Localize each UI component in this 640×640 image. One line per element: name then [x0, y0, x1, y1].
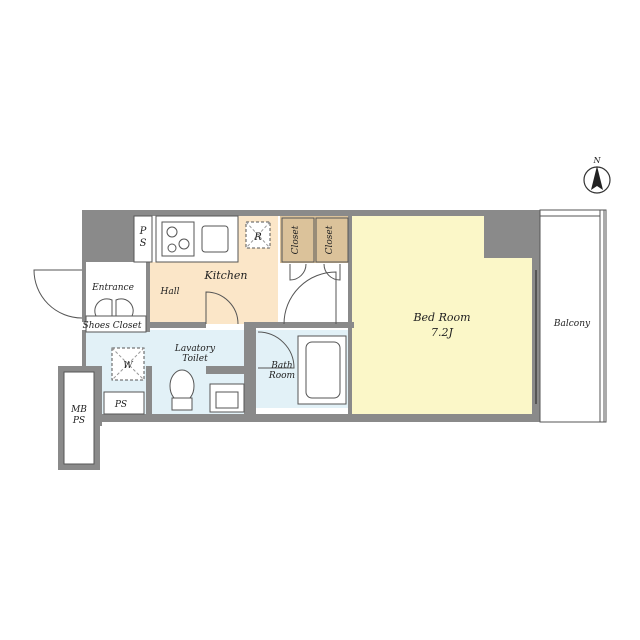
entrance-label: Entrance [91, 283, 134, 293]
burner-icon [166, 226, 178, 238]
kitchen-label: Kitchen [204, 269, 248, 282]
burner-icon [178, 238, 190, 250]
hall-label: Hall [160, 287, 180, 297]
closet-door [289, 263, 307, 281]
ps-bottom-label: PS [114, 400, 127, 410]
ps-top-shaft [133, 215, 153, 263]
kitchen-counter [155, 215, 239, 263]
ps-bottom-shaft [103, 391, 145, 415]
toilet-tank [171, 397, 193, 411]
bed-room-floor [352, 215, 532, 418]
bed-room-size: 7.2J [431, 326, 453, 339]
shoes-closet-door [94, 298, 113, 317]
closet-label-1: Closet [291, 225, 301, 254]
balcony-label: Balcony [553, 319, 591, 329]
refrigerator-label: R [253, 232, 262, 243]
balcony [539, 209, 607, 423]
north-label: N [593, 156, 602, 165]
closet-label-2: Closet [325, 225, 335, 254]
vanity-basin [215, 391, 239, 409]
burner-icon [167, 243, 177, 253]
stove [161, 221, 195, 257]
sink [201, 225, 229, 253]
bath-door [257, 331, 295, 369]
bed-room-door [283, 271, 337, 325]
shoes-closet-label: Shoes Closet [83, 321, 142, 331]
mb-ps-shaft [63, 371, 95, 465]
hall-door [205, 291, 239, 325]
bed-room-label: Bed Room [412, 311, 470, 324]
closet-1 [281, 217, 315, 263]
washer-label: W [123, 361, 133, 371]
closet-door [323, 263, 341, 281]
entrance-door [33, 269, 83, 319]
bathtub-inner [305, 341, 341, 399]
shoes-closet-door [115, 298, 134, 317]
north-arrow-icon [583, 166, 611, 194]
toilet-bowl [169, 369, 195, 403]
bathtub [297, 335, 347, 405]
closet-2 [315, 217, 349, 263]
